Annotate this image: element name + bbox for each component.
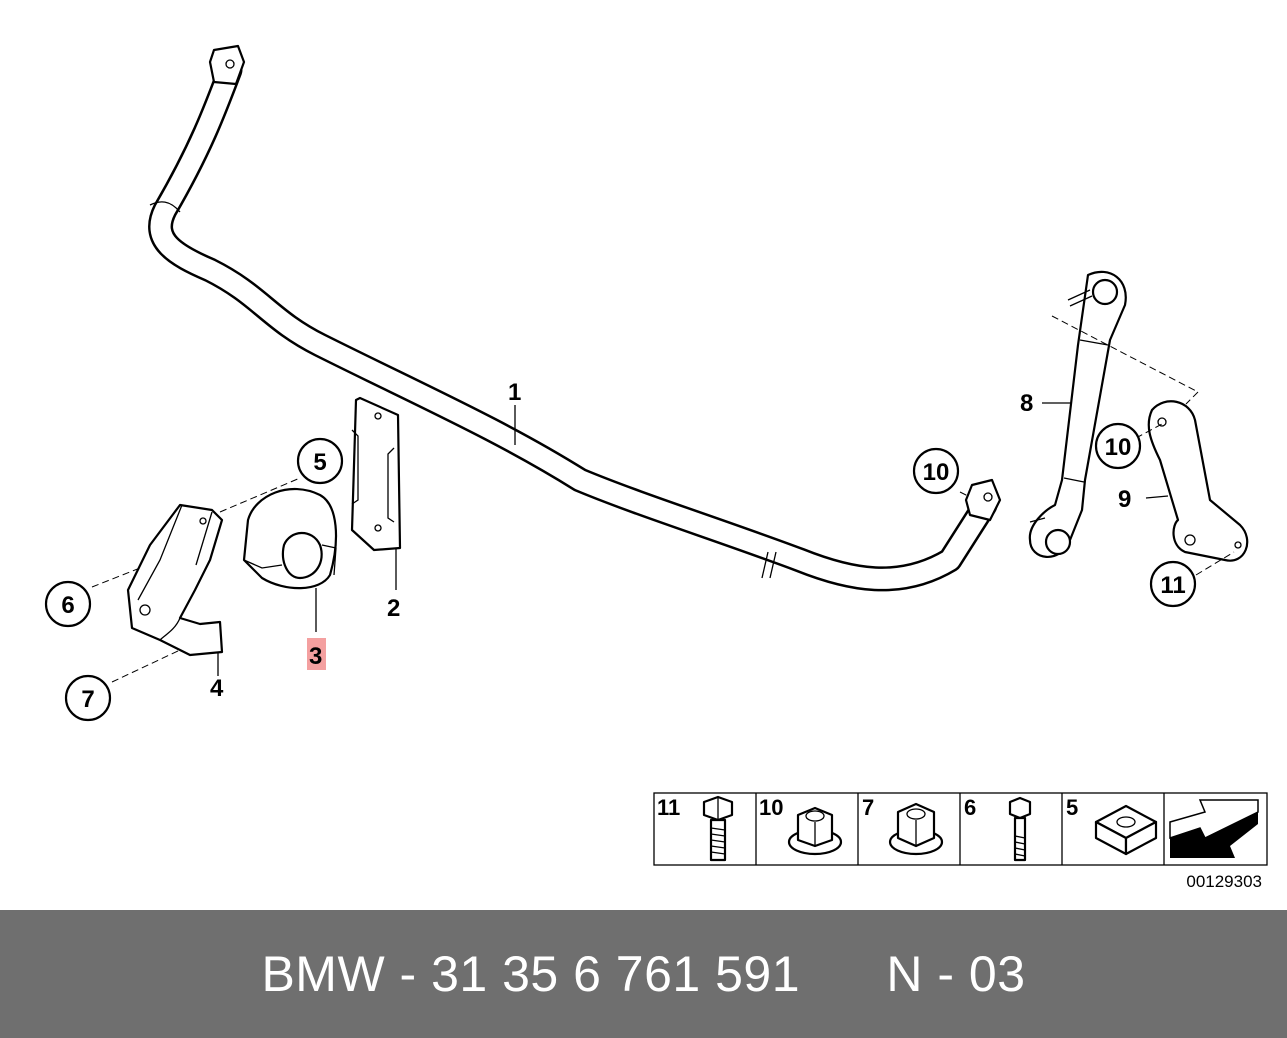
stabilizer-link [1028, 270, 1127, 558]
callout-10-right: 10 [1105, 434, 1132, 461]
callout-8: 8 [1020, 390, 1033, 417]
leader-line [91, 567, 141, 588]
callout-11-circle [1149, 560, 1197, 608]
mounting-plate [350, 396, 402, 590]
rubber-bushing [242, 487, 338, 632]
callout-10-circle-left [912, 447, 960, 495]
leader-line [1185, 391, 1199, 405]
hex-bolt-icon [702, 795, 734, 862]
flange-nut-icon [787, 806, 843, 856]
callout-10-left: 10 [923, 459, 950, 486]
fastener-legend: 11 10 7 6 5 [653, 792, 1268, 866]
legend-num-6: 6 [964, 795, 976, 820]
callout-5: 5 [313, 449, 326, 476]
bolt-icon [1008, 796, 1032, 862]
legend-num-10: 10 [759, 795, 783, 820]
leader-line [1195, 551, 1235, 576]
leader-line [111, 649, 181, 683]
leader-line [1051, 315, 1199, 393]
legend-num-11: 11 [657, 795, 680, 820]
callout-7-circle [64, 674, 112, 722]
stabilizer-bracket [126, 503, 224, 676]
callout-6-circle [44, 580, 92, 628]
callout-11: 11 [1160, 572, 1185, 599]
callout-6: 6 [61, 592, 74, 619]
callout-4: 4 [210, 675, 224, 702]
stabilizer-bar [148, 44, 1002, 592]
callout-7: 7 [81, 686, 94, 713]
callout-3: 3 [309, 643, 322, 670]
hex-nut-icon [888, 802, 944, 856]
callout-5-circle [296, 437, 344, 485]
reference-code: 00129303 [1186, 872, 1262, 891]
link-bracket [1145, 400, 1249, 562]
part-number-footer: BMW - 31 35 6 761 591 N - 03 [0, 910, 1287, 1038]
parts-diagram: 1 2 3 4 5 6 7 8 9 10 10 11 11 10 7 6 5 [44, 44, 1268, 891]
callout-10-circle-right [1094, 422, 1142, 470]
leader-line [959, 491, 969, 497]
leader-line [219, 477, 301, 513]
variant-code: N - 03 [886, 946, 1026, 1002]
footer-gap [800, 945, 886, 1003]
square-nut-icon [1094, 804, 1158, 856]
legend-num-7: 7 [862, 795, 874, 820]
callout-2: 2 [387, 595, 400, 622]
leader-line [1135, 423, 1163, 439]
callout-3-highlight [307, 638, 326, 670]
legend-num-5: 5 [1066, 795, 1078, 820]
callout-9: 9 [1118, 486, 1131, 513]
callout-1: 1 [508, 379, 521, 406]
direction-arrow-icon [1169, 799, 1259, 858]
part-number: BMW - 31 35 6 761 591 [261, 946, 801, 1002]
